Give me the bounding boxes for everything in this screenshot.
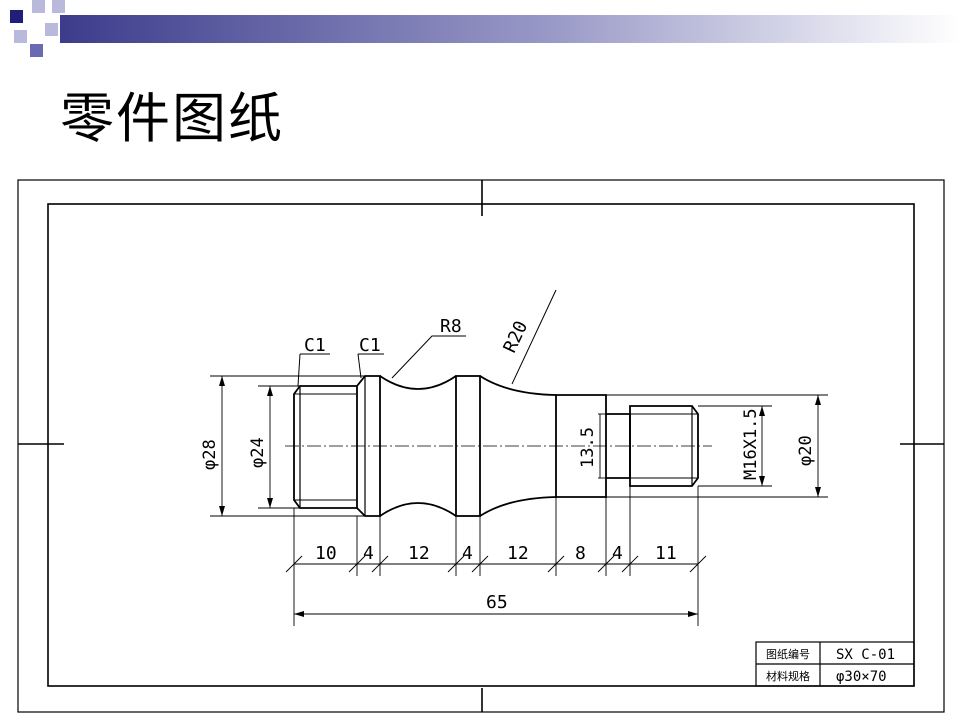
deco-square xyxy=(30,44,43,57)
slide-title: 零件图纸 xyxy=(60,87,284,150)
dim-segment: 12 xyxy=(408,543,430,564)
header-decoration xyxy=(10,0,960,57)
leader-r8 xyxy=(391,335,466,379)
leader-c1-right xyxy=(357,353,384,379)
title-block-drawing-no-label: 图纸编号 xyxy=(766,647,810,661)
dim-segment: 4 xyxy=(612,543,623,564)
leader-c1-left xyxy=(297,353,330,387)
title-block-material-value: φ30×70 xyxy=(836,669,887,685)
deco-square xyxy=(45,23,58,36)
dim-segment: 11 xyxy=(655,543,677,564)
label-radius-small: R8 xyxy=(440,316,462,337)
label-dia-thread-left: φ24 xyxy=(248,437,268,468)
deco-square xyxy=(10,10,23,23)
dim-segment: 4 xyxy=(462,543,473,564)
leader-r20 xyxy=(511,289,557,385)
label-chamfer-left: C1 xyxy=(304,335,326,356)
deco-bar xyxy=(60,15,960,43)
title-block-material-label: 材料规格 xyxy=(766,669,810,683)
title-block-drawing-no-value: SX C-01 xyxy=(836,647,895,663)
dim-total-length: 65 xyxy=(486,592,508,613)
label-dia-neck: 13.5 xyxy=(578,427,598,468)
deco-square xyxy=(32,0,45,13)
dim-segment: 12 xyxy=(507,543,529,564)
deco-square xyxy=(52,0,65,13)
deco-square xyxy=(14,30,27,43)
sheet-border xyxy=(17,179,945,713)
label-thread-spec: M16X1.5 xyxy=(741,408,761,480)
label-chamfer-right: C1 xyxy=(359,335,381,356)
label-dia-outer: φ28 xyxy=(200,439,220,470)
drawing-frame xyxy=(47,203,915,687)
label-dia-right: φ20 xyxy=(796,435,816,466)
title-block xyxy=(755,641,915,687)
part-outline xyxy=(293,375,699,517)
dim-segment: 10 xyxy=(315,543,337,564)
dim-segment: 8 xyxy=(575,543,586,564)
dim-segment: 4 xyxy=(363,543,374,564)
